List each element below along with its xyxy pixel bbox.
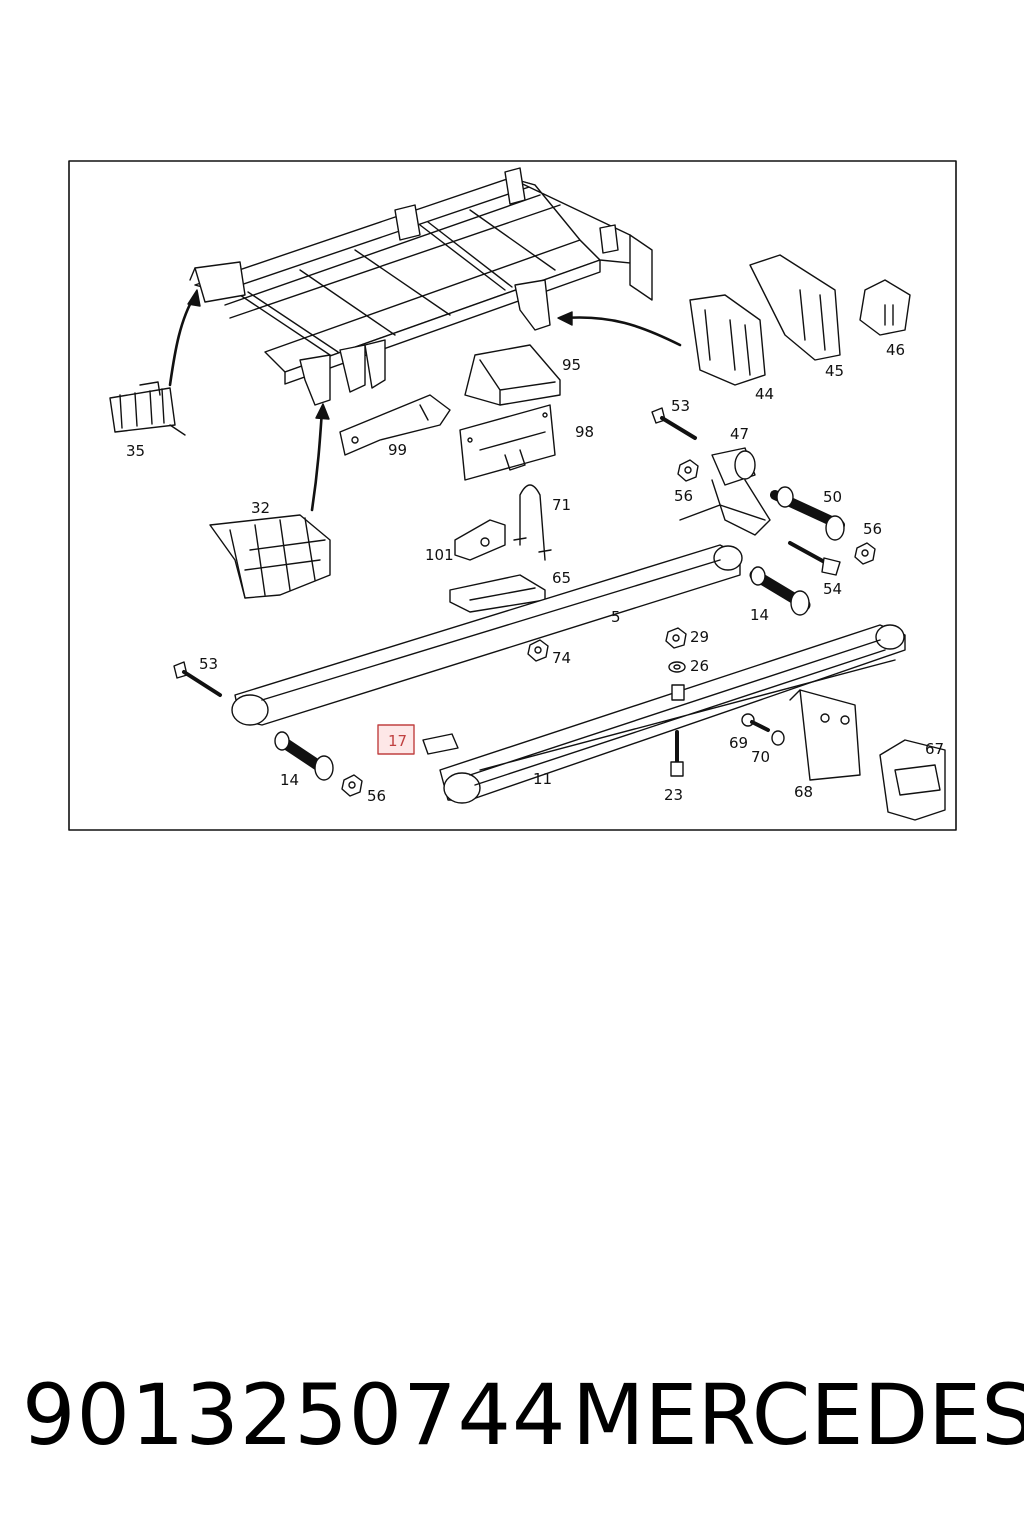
callout-32[interactable]: 32 xyxy=(251,499,270,517)
part-54-bolt xyxy=(788,541,841,576)
callout-56-b[interactable]: 56 xyxy=(863,520,882,538)
part-50-bushing xyxy=(770,486,845,541)
callout-46[interactable]: 46 xyxy=(886,341,905,359)
callout-53-top[interactable]: 53 xyxy=(671,397,690,415)
callout-101[interactable]: 101 xyxy=(425,546,454,564)
callout-99[interactable]: 99 xyxy=(388,441,407,459)
part-99-plate xyxy=(339,394,451,456)
callout-45[interactable]: 45 xyxy=(825,362,844,380)
callout-26[interactable]: 26 xyxy=(690,657,709,675)
arrow-32-to-frame xyxy=(310,403,330,512)
part-32-bracket xyxy=(209,514,331,599)
part-35-bracket xyxy=(109,381,186,436)
callout-5[interactable]: 5 xyxy=(611,608,621,626)
callout-67[interactable]: 67 xyxy=(925,740,944,758)
callout-54[interactable]: 54 xyxy=(823,580,842,598)
part-68-bump-stop xyxy=(789,689,861,781)
arrow-35-to-frame xyxy=(168,289,201,387)
chassis-frame xyxy=(189,167,653,406)
callout-53-left[interactable]: 53 xyxy=(199,655,218,673)
part-74-nut xyxy=(527,639,549,662)
callout-17[interactable]: 17 xyxy=(388,732,407,750)
callout-74[interactable]: 74 xyxy=(552,649,571,667)
part-101-clamp xyxy=(454,519,506,561)
part-45-hanger xyxy=(749,254,841,361)
part-70-washer xyxy=(771,730,785,746)
part-23-bolt xyxy=(670,730,684,777)
callout-14-right[interactable]: 14 xyxy=(750,606,769,624)
part-71-u-bolt xyxy=(513,484,552,561)
part-5-leaf-spring xyxy=(231,544,743,726)
arrow-44-to-frame xyxy=(557,311,682,347)
callout-95[interactable]: 95 xyxy=(562,356,581,374)
part-69-screw xyxy=(741,713,770,732)
part-26-washer xyxy=(668,661,686,673)
callout-56-a[interactable]: 56 xyxy=(674,487,693,505)
center-bolt xyxy=(671,684,685,701)
callout-23[interactable]: 23 xyxy=(664,786,683,804)
part-67-rubber-buffer xyxy=(879,739,946,821)
brand-name: MERCEDES xyxy=(572,1366,1024,1464)
part-44-hanger xyxy=(689,294,766,386)
diagram-border xyxy=(68,160,957,831)
callout-98[interactable]: 98 xyxy=(575,423,594,441)
part-95-bracket xyxy=(464,344,561,406)
part-53-bolt-top xyxy=(651,407,697,440)
part-56-nut-a xyxy=(677,459,699,482)
part-14-bushing-right xyxy=(749,566,811,616)
callout-68[interactable]: 68 xyxy=(794,783,813,801)
callout-70[interactable]: 70 xyxy=(751,748,770,766)
callout-50[interactable]: 50 xyxy=(823,488,842,506)
callout-17-highlight xyxy=(377,724,415,755)
callout-44[interactable]: 44 xyxy=(755,385,774,403)
part-98-plate xyxy=(459,404,556,481)
parts-diagram: 95 44 45 46 35 99 98 53 47 56 50 32 71 5… xyxy=(68,160,957,831)
callout-69[interactable]: 69 xyxy=(729,734,748,752)
part-56-nut-c xyxy=(341,774,363,797)
part-14-bushing-left xyxy=(274,731,334,781)
part-11-leaf-spring xyxy=(439,624,906,804)
callout-47[interactable]: 47 xyxy=(730,425,749,443)
callout-11[interactable]: 11 xyxy=(533,770,552,788)
part-number: 9013250744 xyxy=(22,1366,567,1464)
part-29-nut xyxy=(665,627,687,649)
product-footer: 9013250744 MERCEDES xyxy=(0,1360,1024,1470)
part-17-pad xyxy=(422,733,459,755)
callout-29[interactable]: 29 xyxy=(690,628,709,646)
callout-65[interactable]: 65 xyxy=(552,569,571,587)
callout-labels: 95 44 45 46 35 99 98 53 47 56 50 32 71 5… xyxy=(126,341,944,805)
callout-35[interactable]: 35 xyxy=(126,442,145,460)
callout-56-c[interactable]: 56 xyxy=(367,787,386,805)
callout-71[interactable]: 71 xyxy=(552,496,571,514)
part-53-bolt-left xyxy=(173,661,222,697)
part-46-cap xyxy=(859,279,911,336)
part-56-nut-b xyxy=(854,542,876,565)
callout-14-left[interactable]: 14 xyxy=(280,771,299,789)
part-47-shackle xyxy=(679,447,771,536)
